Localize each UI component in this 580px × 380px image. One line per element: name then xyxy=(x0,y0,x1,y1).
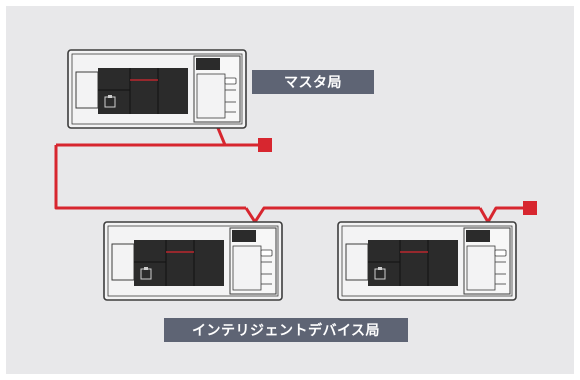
master-station-label: マスタ局 xyxy=(252,70,374,94)
plc-unit-icon xyxy=(337,221,517,301)
plc-unit-icon xyxy=(103,221,283,301)
network-cable xyxy=(54,127,530,224)
intelligent-device-station-label: インテリジェントデバイス局 xyxy=(164,318,408,342)
plc-unit-icon xyxy=(67,49,247,129)
terminator-square-icon xyxy=(258,138,272,152)
terminator-square-icon xyxy=(523,201,537,215)
